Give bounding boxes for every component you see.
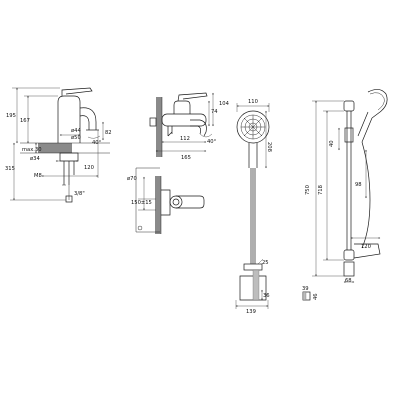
bath-spout xyxy=(190,119,207,137)
label-315: 315 xyxy=(5,166,15,172)
label-82: 82 xyxy=(105,130,112,136)
top-bracket xyxy=(343,100,355,112)
label-40-deg: 40° xyxy=(92,140,102,146)
label-max30: max.30 xyxy=(22,147,42,153)
mixer-spout xyxy=(79,107,97,130)
mixer-handle xyxy=(61,87,93,96)
label-68: 68 xyxy=(345,278,352,284)
shower-rail-view: 750 718 40 98 120 68 xyxy=(305,89,388,284)
label-44: ø44 xyxy=(71,128,81,134)
label-39: 39 xyxy=(302,286,309,292)
label-40: 40 xyxy=(329,140,335,147)
rail-shower-head xyxy=(367,89,388,119)
label-208: 208 xyxy=(266,142,272,152)
label-98: 98 xyxy=(355,182,362,188)
label-112: 112 xyxy=(180,136,190,142)
bath-mixer-view: 104 74 112 165 40° xyxy=(149,92,230,161)
label-120-rail: 120 xyxy=(361,244,371,250)
label-m8: M8 xyxy=(34,173,42,179)
wall-hatch-side xyxy=(155,176,161,234)
label-195: 195 xyxy=(6,113,16,119)
label-120: 120 xyxy=(84,165,94,171)
label-165: 165 xyxy=(181,155,191,161)
label-750: 750 xyxy=(305,185,311,195)
label-50: ø50 xyxy=(71,135,81,141)
bath-mixer-body xyxy=(161,113,207,127)
label-74: 74 xyxy=(211,109,218,115)
label-25: 25 xyxy=(262,260,269,266)
label-40-deg-bath: 40° xyxy=(207,139,217,145)
shower-head xyxy=(236,110,270,144)
label-3-8: 3/8" xyxy=(74,191,85,197)
label-34: ø34 xyxy=(30,156,40,162)
label-167: 167 xyxy=(20,118,30,124)
side-lever xyxy=(176,195,205,209)
basin-mixer-view: 195 167 ø44 ø50 82 40° max.30 ø34 120 31… xyxy=(5,87,112,203)
bath-mixer-side-view: ø70 150±15 xyxy=(127,167,205,234)
side-body xyxy=(161,189,171,216)
mixer-body xyxy=(57,95,81,143)
label-110: 110 xyxy=(248,99,258,105)
label-36: 36 xyxy=(263,293,270,299)
label-718: 718 xyxy=(318,185,324,195)
label-139: 139 xyxy=(246,309,256,315)
mount-detail: 39 46 xyxy=(302,286,319,301)
hand-shower-set-view: 110 208 25 36 139 xyxy=(235,99,272,315)
wall-hatch xyxy=(156,97,162,157)
label-46: 46 xyxy=(313,293,319,300)
bottom-bracket xyxy=(343,261,355,277)
label-70: ø70 xyxy=(127,176,137,182)
countertop-hatch xyxy=(38,143,72,153)
label-104: 104 xyxy=(219,101,230,107)
bath-mixer-handle xyxy=(177,92,208,102)
label-150: 150±15 xyxy=(131,200,152,206)
